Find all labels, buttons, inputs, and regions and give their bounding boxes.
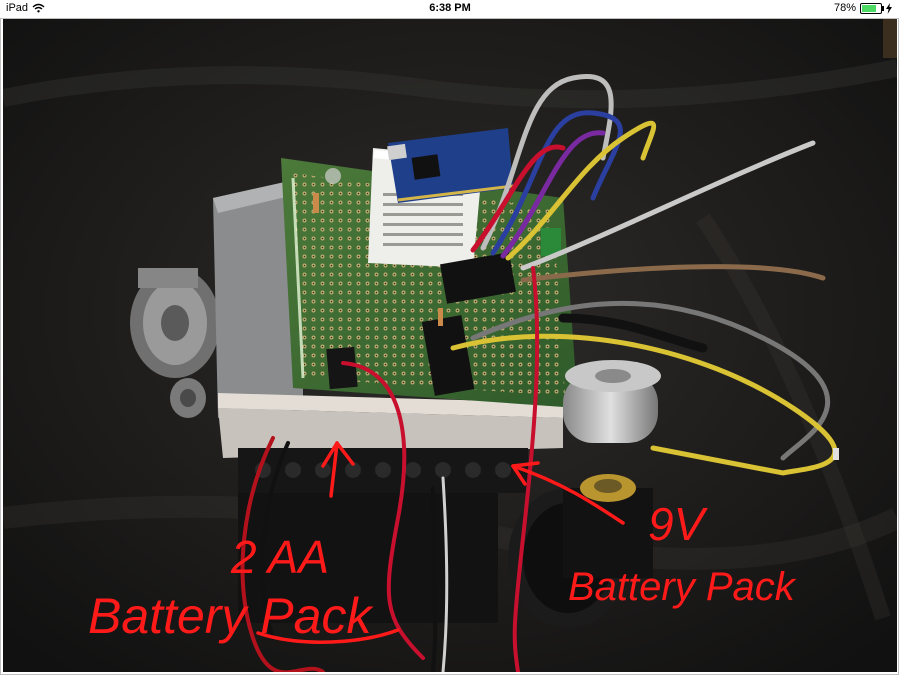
arrow-9v-shaft (511, 464, 625, 525)
robot-photo: 2 AA Battery Pack 9V Battery Pack (3, 18, 897, 672)
arrow-aa-shaft (329, 441, 339, 498)
battery-icon (860, 2, 884, 14)
charging-icon (886, 2, 892, 14)
underline-stroke (256, 628, 400, 644)
label-9v-battery-pack: Battery Pack (568, 565, 797, 609)
jumper-wires (240, 74, 838, 672)
label-aa-battery-pack: Battery Pack (88, 588, 374, 644)
battery-tip (882, 5, 884, 11)
aa-battery-pack (238, 448, 528, 623)
device-label: iPad (6, 2, 29, 14)
dc-motor (563, 360, 661, 443)
cardboard-base (218, 408, 563, 458)
wifi-icon (32, 3, 45, 13)
arrow-9v-head (511, 461, 540, 486)
left-wheel (130, 268, 220, 418)
arduino-nano (387, 128, 514, 203)
ic-chip (421, 315, 475, 396)
chassis-side (213, 178, 303, 418)
label-9v: 9V (648, 498, 709, 550)
label-2aa: 2 AA (230, 531, 329, 583)
arrow-aa-head (321, 441, 355, 468)
battery-percent: 78% (833, 2, 856, 14)
header-connector (440, 252, 516, 304)
handwritten-annotations: 2 AA Battery Pack 9V Battery Pack (88, 498, 797, 644)
status-left: iPad (6, 2, 45, 14)
battery-fill (862, 4, 877, 12)
right-wheel (508, 474, 653, 628)
status-bar: iPad 6:38 PM 78% (0, 0, 900, 18)
status-time: 6:38 PM (429, 2, 471, 14)
status-right: 78% (834, 2, 892, 14)
